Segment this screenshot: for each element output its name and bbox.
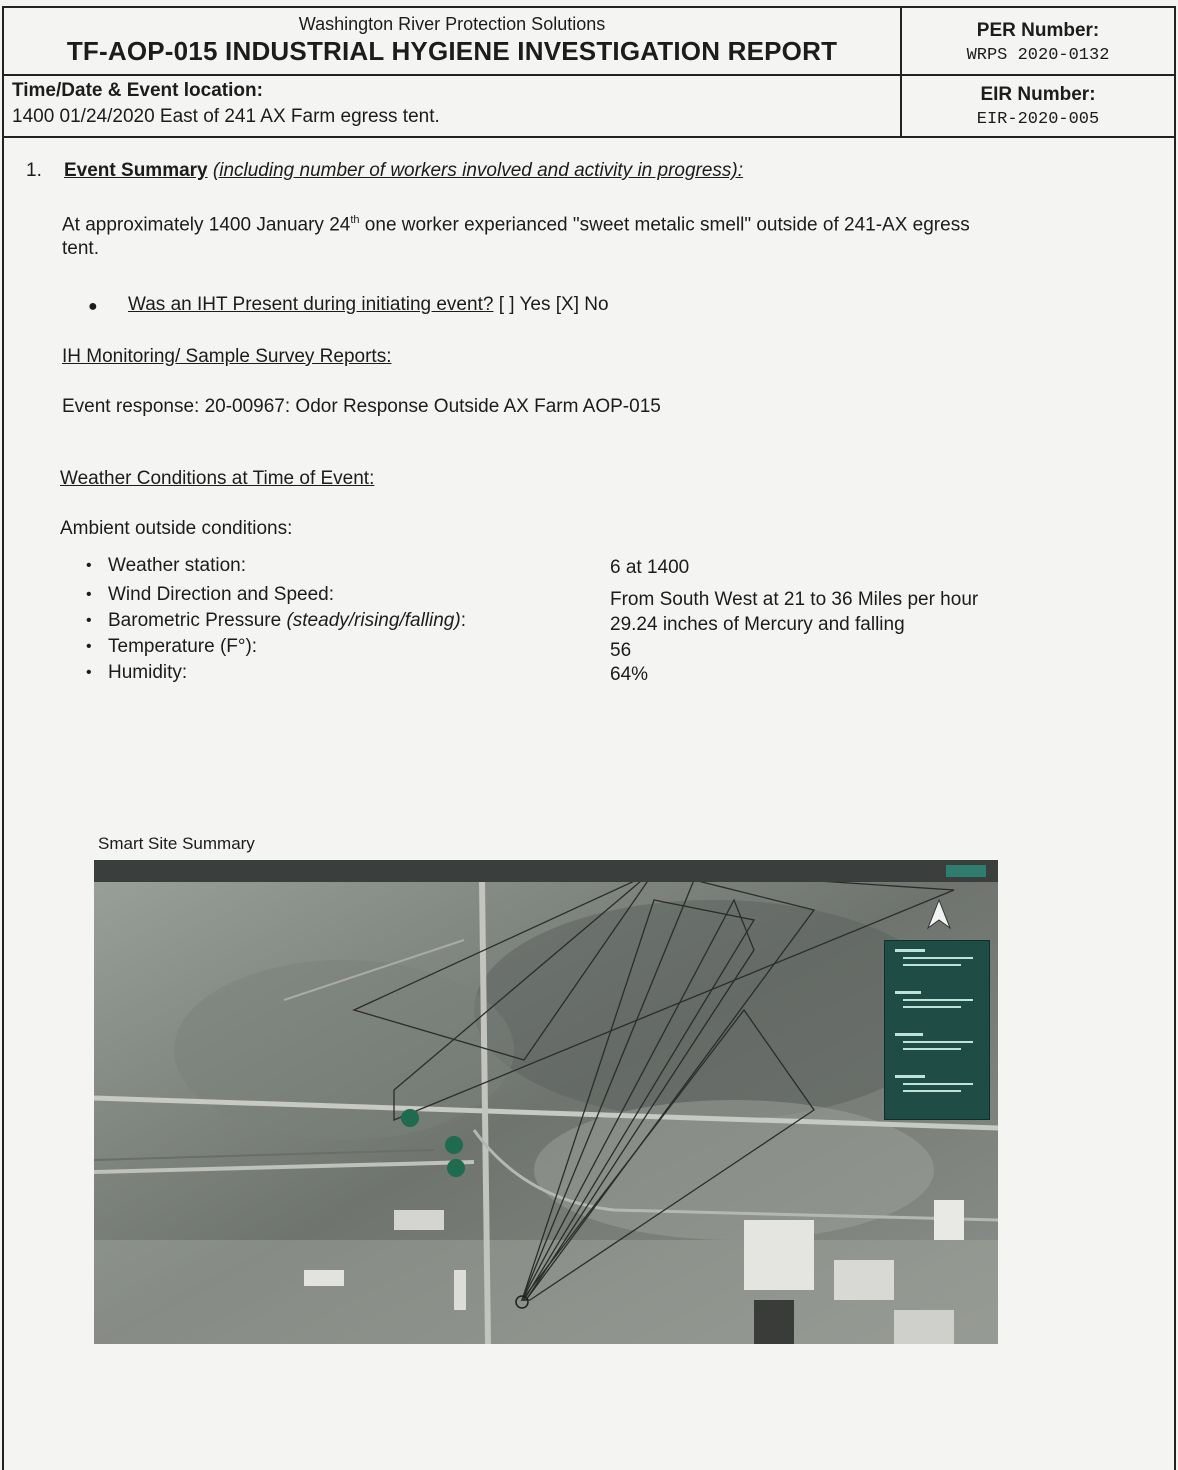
bullet-icon: • <box>86 557 92 574</box>
pressure-label: Barometric Pressure <box>108 610 287 631</box>
weather-heading: Weather Conditions at Time of Event: <box>60 468 375 489</box>
map-toolbar-button <box>946 865 986 877</box>
weather-label: Wind Direction and Speed: <box>108 584 335 605</box>
ambient-label: Ambient outside conditions: <box>60 518 293 539</box>
weather-value: 56 <box>610 640 632 661</box>
eir-cell: EIR Number: EIR-2020-005 <box>4 74 1174 136</box>
site-map-graphic <box>94 860 998 1344</box>
report-title: TF-AOP-015 INDUSTRIAL HYGIENE INVESTIGAT… <box>66 36 838 66</box>
weather-value: 29.24 inches of Mercury and falling <box>610 614 905 635</box>
per-number-value: WRPS 2020-0132 <box>966 46 1110 65</box>
summary-line-1: At approximately 1400 January 24th one w… <box>62 214 970 236</box>
map-toolbar <box>94 860 998 882</box>
weather-value: 6 at 1400 <box>610 557 690 578</box>
location-cell: Time/Date & Event location: 1400 01/24/2… <box>4 74 900 136</box>
weather-value: 64% <box>610 664 649 685</box>
bullet-icon: • <box>86 586 92 603</box>
location-value: 1400 01/24/2020 East of 241 AX Farm egre… <box>12 106 440 127</box>
iht-question: Was an IHT Present during initiating eve… <box>128 294 494 315</box>
organization-name: Washington River Protection Solutions <box>298 14 606 34</box>
summary-text-b: one worker experianced "sweet metalic sm… <box>359 214 970 236</box>
location-label: Time/Date & Event location: <box>12 80 263 101</box>
summary-text-a: At approximately 1400 January 24 <box>62 214 351 236</box>
map-caption: Smart Site Summary <box>98 834 255 853</box>
section-number: 1. <box>26 160 42 181</box>
bullet-icon: • <box>86 612 92 629</box>
map-legend-panel <box>884 940 990 1120</box>
eir-number-value: EIR-2020-005 <box>976 110 1100 129</box>
header-divider <box>900 8 902 136</box>
pressure-note: (steady/rising/falling) <box>286 610 461 631</box>
per-number-label: PER Number: <box>976 20 1100 41</box>
eir-number-label: EIR Number: <box>980 84 1096 105</box>
site-map-image <box>94 860 998 1344</box>
weather-value: From South West at 21 to 36 Miles per ho… <box>610 589 979 610</box>
bullet-icon: • <box>86 638 92 655</box>
header-row-title <box>4 8 1174 76</box>
summary-line-2: tent. <box>62 238 99 259</box>
event-summary-heading: Event Summary (including number of worke… <box>64 160 743 182</box>
header-row-location <box>4 74 1174 138</box>
iht-question-line: Was an IHT Present during initiating eve… <box>128 294 609 316</box>
weather-label: Barometric Pressure (steady/rising/falli… <box>108 610 466 632</box>
pressure-colon: : <box>460 610 466 631</box>
monitoring-heading: IH Monitoring/ Sample Survey Reports: <box>62 346 392 367</box>
weather-label: Weather station: <box>108 555 247 576</box>
weather-label: Temperature (F°): <box>108 636 258 657</box>
summary-superscript: th <box>350 214 360 226</box>
event-summary-title: Event Summary <box>64 160 208 181</box>
weather-label: Humidity: <box>108 662 188 683</box>
event-response: Event response: 20-00967: Odor Response … <box>62 396 661 417</box>
event-summary-note: (including number of workers involved an… <box>212 160 744 181</box>
report-page: Washington River Protection Solutions TF… <box>2 6 1176 1470</box>
bullet-icon: ● <box>88 298 98 315</box>
bullet-icon: • <box>86 664 92 681</box>
iht-answer: [ ] Yes [X] No <box>498 294 609 315</box>
